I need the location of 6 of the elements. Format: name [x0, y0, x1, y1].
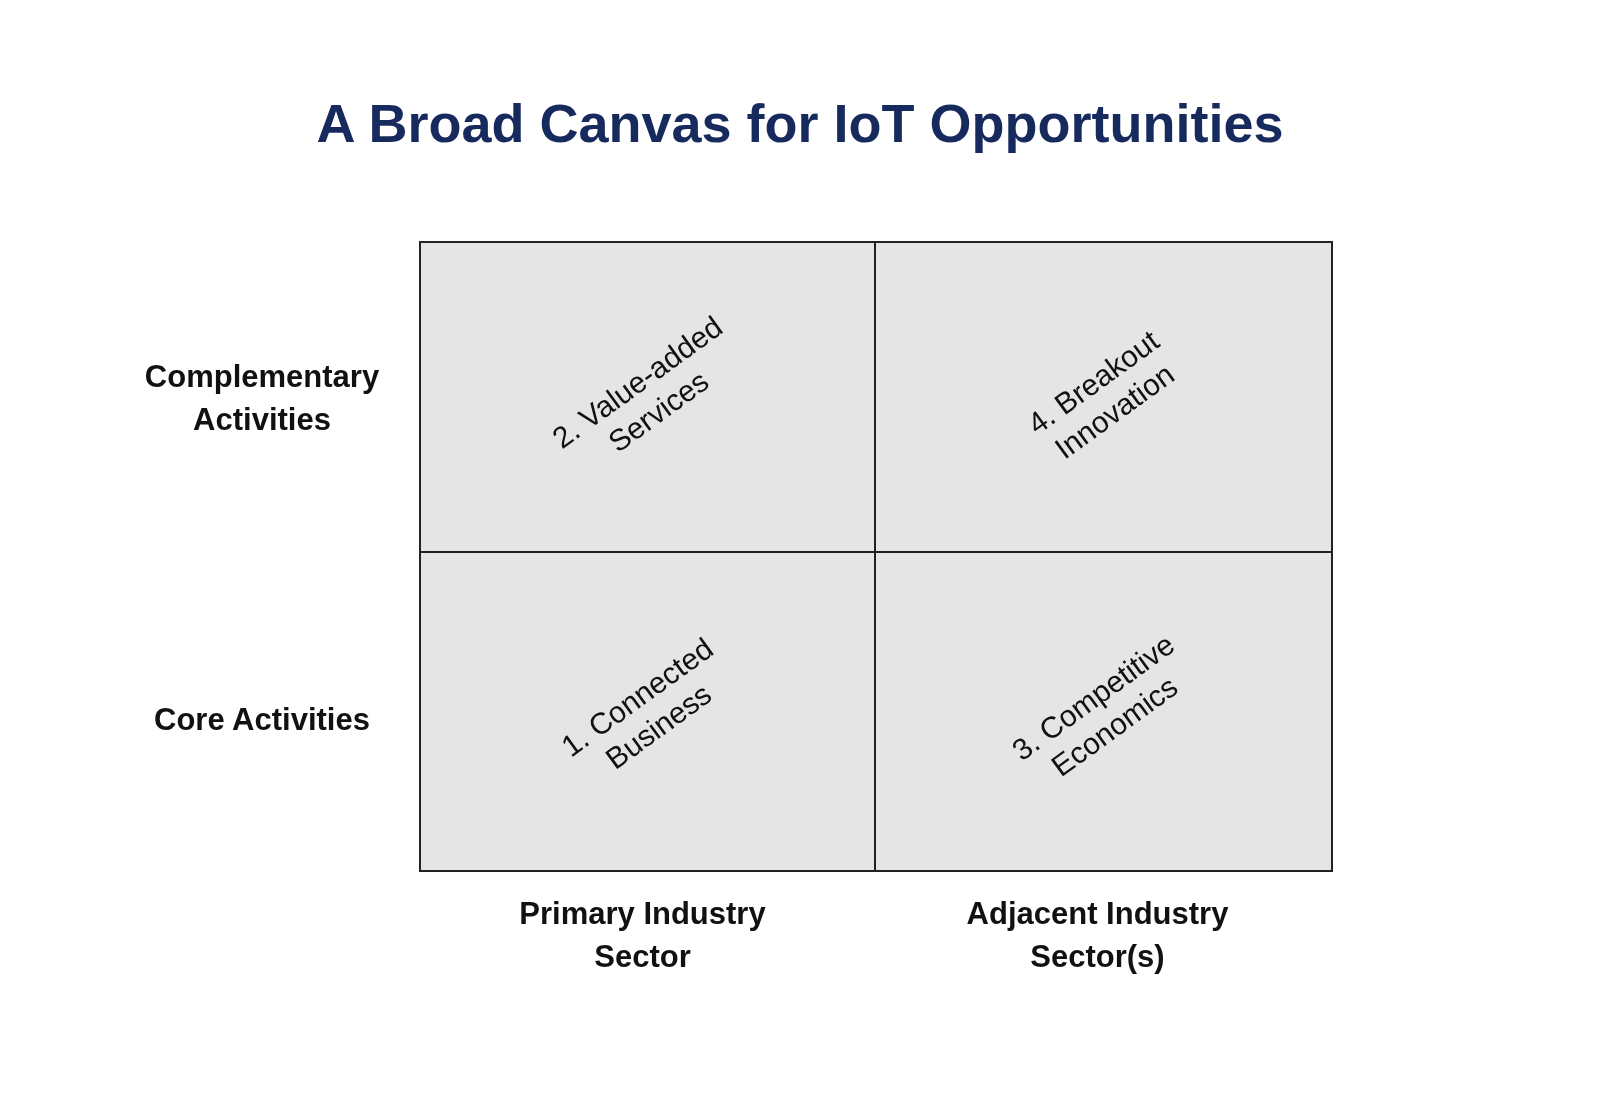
column-label: Primary Industry Sector	[518, 895, 767, 977]
row-label: Complementary Activities	[143, 358, 381, 440]
quadrant-cell	[421, 243, 876, 553]
title: A Broad Canvas for IoT Opportunities	[316, 92, 1284, 154]
column-label: Adjacent Industry Sector(s)	[965, 895, 1230, 977]
row-label: Core Activities	[154, 701, 370, 739]
